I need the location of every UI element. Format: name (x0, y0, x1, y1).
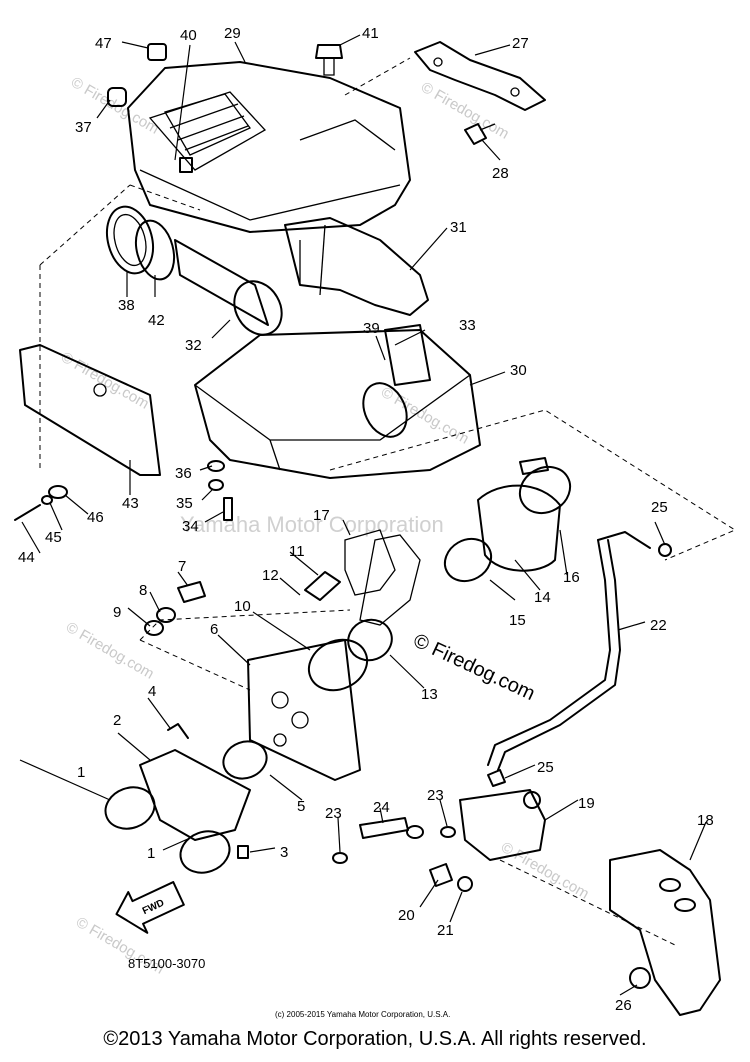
intake-ducts (105, 205, 429, 336)
callout-label: 8 (139, 582, 147, 599)
intake-manifold (104, 571, 369, 874)
callout-label: 30 (510, 362, 527, 379)
callout-label: 28 (492, 165, 509, 182)
callout-label: 45 (45, 529, 62, 546)
small-copyright: (c) 2005-2015 Yamaha Motor Corporation, … (275, 1010, 450, 1019)
callout-label: 23 (325, 805, 342, 822)
callout-label: 21 (437, 922, 454, 939)
callout-label: 25 (651, 499, 668, 516)
callout-label: 5 (297, 798, 305, 815)
callout-label: 1 (147, 845, 155, 862)
callout-label: 16 (563, 569, 580, 586)
callout-label: 9 (113, 604, 121, 621)
drawing-code: 8T5100-3070 (128, 956, 205, 971)
callout-label: 7 (178, 558, 186, 575)
small-hardware (14, 460, 233, 521)
airbox-case (19, 324, 481, 479)
callout-label: 42 (148, 312, 165, 329)
copyright-footer: ©2013 Yamaha Motor Corporation, U.S.A. A… (103, 1028, 647, 1050)
watermark-text: © Firedog.com (418, 79, 512, 143)
callout-label: 36 (175, 465, 192, 482)
leader-lines (19, 34, 707, 996)
carb-side-parts (344, 457, 672, 771)
callout-label: 40 (180, 27, 197, 44)
airbox-cover-assembly (107, 41, 546, 233)
callout-label: 18 (697, 812, 714, 829)
callout-label: 33 (459, 317, 476, 334)
callout-label: 38 (118, 297, 135, 314)
callout-label: 47 (95, 35, 112, 52)
callout-label: 10 (234, 598, 251, 615)
callout-label: 34 (182, 518, 199, 535)
part-callouts: 1 1 2 3 4 5 6 7 8 9 10 11 12 13 14 15 16… (18, 25, 714, 1014)
callout-label: 20 (398, 907, 415, 924)
watermark-text: © Firedog.com (378, 384, 472, 448)
watermark-layer: © Firedog.com © Firedog.com © Firedog.co… (58, 74, 592, 978)
callout-label: 25 (537, 759, 554, 776)
callout-label: 19 (578, 795, 595, 812)
callout-label: 24 (373, 799, 390, 816)
watermark-text: © Firedog.com (58, 349, 152, 413)
callout-label: 46 (87, 509, 104, 526)
callout-label: 32 (185, 337, 202, 354)
watermark-overlay: Yamaha Motor Corporation (180, 512, 444, 537)
forward-arrow: FWD (115, 881, 185, 934)
callout-label: 39 (363, 320, 380, 337)
callout-label: 4 (148, 683, 156, 700)
callout-label: 13 (421, 686, 438, 703)
callout-label: 11 (289, 543, 305, 560)
callout-label: 6 (210, 621, 218, 638)
callout-label: 12 (262, 567, 279, 584)
callout-label: 23 (427, 787, 444, 804)
lower-right-parts (332, 769, 721, 1016)
callout-label: 37 (75, 119, 92, 136)
callout-label: 41 (362, 25, 379, 42)
callout-label: 27 (512, 35, 529, 52)
callout-label: 17 (313, 507, 330, 524)
callout-label: 35 (176, 495, 193, 512)
callout-label: 29 (224, 25, 241, 42)
callout-label: 15 (509, 612, 526, 629)
callout-label: 43 (122, 495, 139, 512)
callout-label: 3 (280, 844, 288, 861)
callout-label: 22 (650, 617, 667, 634)
watermark-text: © Firedog.com (498, 839, 592, 903)
watermark-text: © Firedog.com (63, 619, 157, 683)
callout-label: 44 (18, 549, 35, 566)
callout-label: 26 (615, 997, 632, 1014)
callout-label: 1 (77, 764, 85, 781)
callout-label: 14 (534, 589, 551, 606)
callout-label: 31 (450, 219, 467, 236)
callout-label: 2 (113, 712, 121, 729)
